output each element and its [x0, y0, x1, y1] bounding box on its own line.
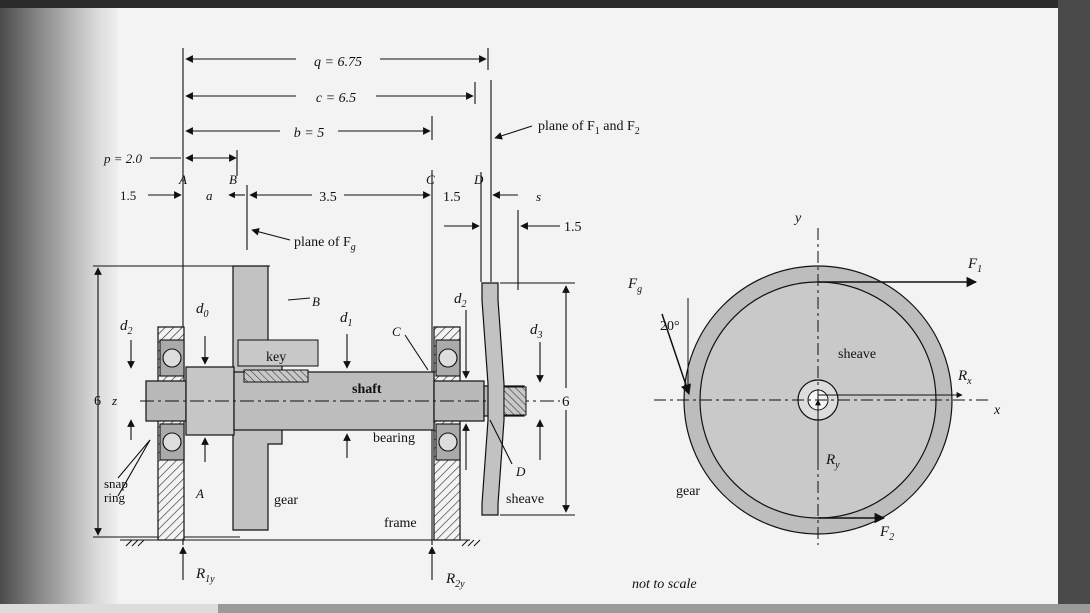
dim-gear-to-bearing: 3.5: [319, 190, 337, 205]
point-b-top: B: [229, 172, 237, 187]
key-top: [237, 339, 319, 367]
point-d-top: D: [473, 172, 484, 187]
angle-label: 20°: [660, 319, 680, 334]
d0-label: d0: [196, 301, 209, 320]
x-axis-label: x: [993, 403, 1001, 418]
snap-label: snap: [104, 476, 128, 491]
ground-lines: [120, 539, 481, 547]
rx-label: Rx: [957, 368, 972, 387]
plane-fg-label: plane of Fg: [294, 235, 356, 253]
gear-label: gear: [274, 493, 298, 508]
dim-b: b = 5: [294, 126, 324, 141]
shaft-label: shaft: [352, 382, 382, 397]
dim-left-offset: 1.5: [120, 188, 136, 203]
dim-s: s: [536, 189, 541, 204]
plane-f1-f2-label: plane of F1 and F2: [538, 119, 640, 137]
ring-label: ring: [104, 490, 125, 505]
sheave-label: sheave: [506, 492, 544, 507]
f2-label: F2: [879, 524, 894, 543]
end-sheave-label: sheave: [838, 347, 876, 362]
point-c-label: C: [392, 324, 401, 339]
end-view: [654, 228, 990, 545]
dim-bearing-to-sheave: 1.5: [443, 190, 461, 205]
dim-height-right: 6: [562, 394, 570, 410]
end-gear-label: gear: [676, 484, 700, 499]
r2y-label: R2y: [445, 571, 465, 590]
f1-label: F1: [967, 256, 982, 275]
sheave-body: [481, 282, 505, 516]
d2-left-label: d2: [120, 318, 133, 337]
dim-c: c = 6.5: [316, 91, 356, 106]
dim-q: q = 6.75: [314, 55, 362, 70]
key: [243, 369, 309, 383]
bearing-label: bearing: [373, 431, 415, 446]
y-axis-label: y: [793, 211, 802, 226]
dim-height-left: 6: [94, 394, 101, 409]
d2-right-label: d2: [454, 291, 467, 310]
key-label: key: [266, 350, 286, 365]
right-border: [1058, 0, 1090, 613]
d3-label: d3: [530, 322, 543, 341]
fg-label: Fg: [627, 276, 642, 295]
bearing-right: [435, 339, 461, 461]
point-b-label: B: [312, 294, 320, 309]
diameter-arrows: [117, 297, 544, 580]
frame-label: frame: [384, 516, 417, 531]
point-a-top: A: [178, 172, 187, 187]
point-a-label: A: [195, 486, 204, 501]
not-to-scale-note: not to scale: [632, 577, 697, 592]
point-c-top: C: [426, 172, 435, 187]
dim-z: z: [111, 393, 117, 408]
r1y-label: R1y: [195, 566, 215, 585]
bottom-border-light: [0, 604, 218, 613]
ry-label: Ry: [825, 452, 840, 471]
bearing-left: [159, 339, 185, 461]
bottom-border: [0, 604, 1090, 613]
d1-label: d1: [340, 310, 353, 329]
dim-p: p = 2.0: [103, 151, 143, 166]
dim-a: a: [206, 188, 213, 203]
dim-sheave-offset: 1.5: [564, 220, 582, 235]
top-border: [0, 0, 1090, 8]
sheave-hub-hatch: [503, 386, 527, 416]
point-d-label: D: [515, 464, 526, 479]
